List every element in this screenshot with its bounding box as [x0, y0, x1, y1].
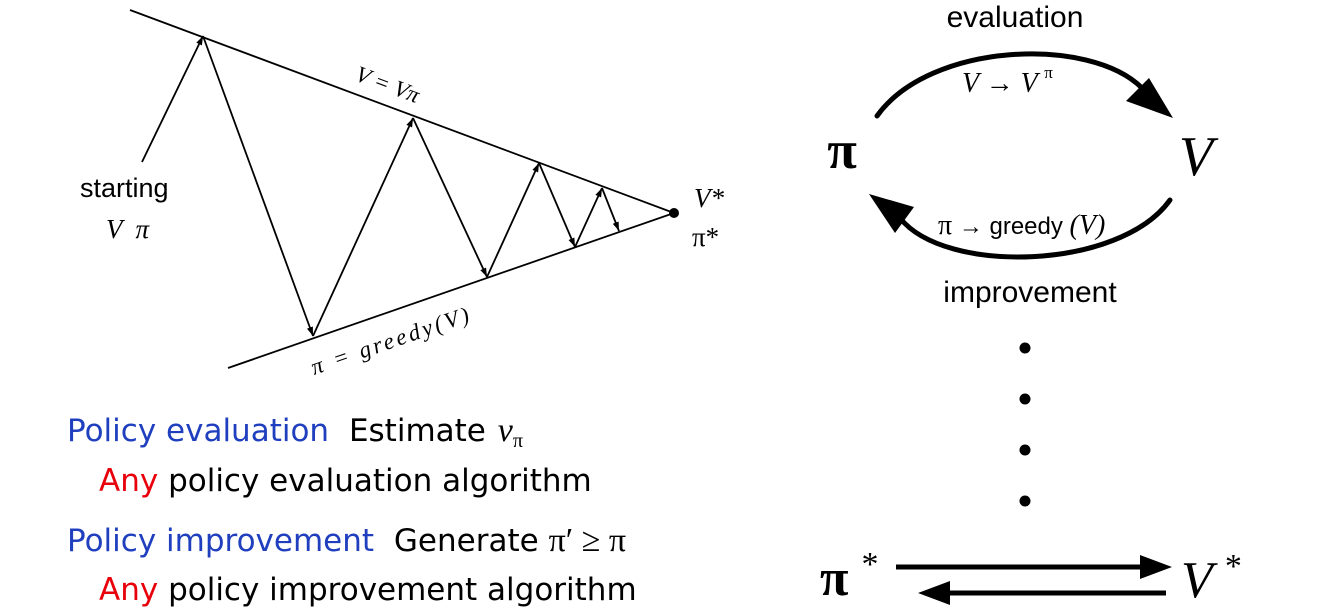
any-improvement-line: Any policy improvement algorithm — [99, 571, 637, 609]
evaluation-arrowhead — [1126, 78, 1173, 118]
pi-subscript: π — [512, 430, 523, 452]
label-v-equals-vpi: V = Vπ — [352, 61, 424, 108]
policy-iteration-cycle: evaluation V → V π π V π → greedy (V) im… — [820, 1, 1242, 609]
zigzag-arrows — [202, 35, 620, 337]
improvement-formula-greedy: greedy — [989, 213, 1062, 240]
any-improvement-desc: policy improvement algorithm — [168, 572, 637, 608]
policy-improvement-math: π′ ≥ π — [548, 522, 626, 559]
final-forward-arrowhead — [1140, 555, 1172, 579]
any-evaluation-line: Any policy evaluation algorithm — [99, 462, 592, 500]
final-pi-star: π * — [820, 546, 879, 607]
policy-line — [227, 212, 675, 369]
policy-evaluation-desc: Estimate — [348, 413, 486, 449]
label-pi-equals-greedy: π = greedy(V) — [307, 301, 475, 380]
evaluation-formula-pi: π — [1044, 63, 1053, 82]
zigzag-arrow-2 — [312, 117, 414, 337]
node-v: V — [1179, 126, 1219, 188]
zigzag-arrow-1 — [202, 35, 314, 337]
policy-improvement-term: Policy improvement — [67, 523, 375, 559]
ellipsis-dot — [1019, 393, 1031, 405]
convergence-wedge: V = Vπ π = greedy(V) starting V π V* π* — [80, 9, 724, 380]
final-v-superscript: * — [1225, 548, 1242, 585]
any-evaluation-emphasis: Any — [99, 463, 159, 499]
policy-improvement-desc: Generate — [393, 523, 539, 559]
policy-evaluation-line: Policy evaluation Estimate vπ — [67, 412, 523, 460]
value-line — [129, 9, 675, 214]
ellipsis-dot — [1019, 342, 1031, 354]
evaluation-formula-lhs: V → — [962, 68, 1014, 99]
improvement-formula: π → greedy (V) — [938, 210, 1105, 241]
improvement-label: improvement — [943, 276, 1117, 309]
final-pi: π — [820, 550, 849, 607]
evaluation-formula-v: V — [1021, 68, 1041, 99]
policy-evaluation-term: Policy evaluation — [67, 413, 330, 449]
any-evaluation-desc: policy evaluation algorithm — [168, 463, 592, 499]
zigzag-arrow-6 — [574, 187, 603, 248]
evaluation-label: evaluation — [947, 1, 1084, 34]
any-improvement-emphasis: Any — [99, 572, 159, 608]
starting-sub-label: V π — [106, 214, 151, 244]
improvement-formula-arg: (V) — [1070, 210, 1106, 241]
evaluation-formula: V → V π — [962, 63, 1053, 99]
ellipsis-dot — [1019, 444, 1031, 456]
convergence-point — [669, 208, 679, 218]
final-pi-superscript: * — [862, 546, 879, 583]
improvement-formula-arrow: → — [959, 213, 983, 240]
zigzag-arrow-3 — [412, 117, 488, 278]
starting-label: starting — [80, 173, 169, 203]
improvement-formula-pi: π — [938, 210, 952, 241]
improvement-arrowhead — [869, 194, 914, 233]
final-backward-arrowhead — [918, 581, 950, 605]
zigzag-arrow-4 — [486, 162, 540, 278]
final-v-star: V * — [1181, 548, 1242, 609]
zigzag-arrow-5 — [538, 162, 576, 248]
ellipsis-dot — [1019, 495, 1031, 507]
policy-improvement-line: Policy improvement Generate π′ ≥ π — [67, 522, 626, 560]
node-pi: π — [827, 120, 857, 180]
policy-evaluation-math: vπ — [497, 412, 523, 452]
ellipsis-dots — [1019, 342, 1031, 507]
converged-pi-label: π* — [692, 222, 719, 252]
converged-v-label: V* — [694, 183, 724, 213]
v-symbol: v — [497, 412, 513, 449]
evaluation-arrow — [874, 51, 1145, 119]
improvement-arrow — [897, 197, 1173, 260]
final-v: V — [1181, 552, 1218, 609]
zigzag-arrow-7 — [601, 187, 620, 232]
starting-arrow — [141, 35, 204, 163]
